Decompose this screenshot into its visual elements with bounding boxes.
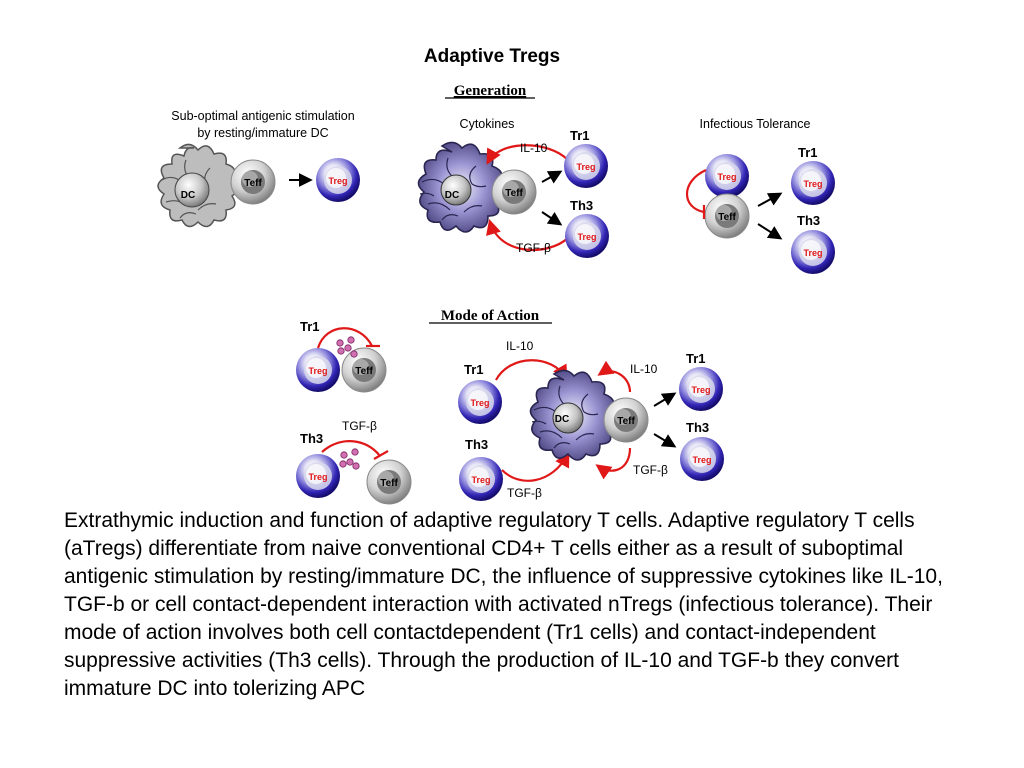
panel3-treg-label: Treg xyxy=(717,172,736,182)
generation-heading: Generation xyxy=(454,83,527,99)
panel1-label-line1: Sub-optimal antigenic stimulation xyxy=(171,109,354,123)
moa-th3-arrow xyxy=(321,440,381,457)
moa-center-il10-arrow xyxy=(495,359,568,381)
panel1-label-line2: by resting/immature DC xyxy=(197,126,328,140)
moa-teff-label: Teff xyxy=(617,416,635,427)
moa-right-il10-arrow xyxy=(597,360,632,393)
moa-center-th3-label: Th3 xyxy=(465,437,488,452)
panel1-treg-label: Treg xyxy=(328,176,347,186)
figure-caption: Extrathymic induction and function of ad… xyxy=(64,509,943,700)
moa-tr1-label: Tr1 xyxy=(300,319,320,334)
moa-tr1-cytokine-dots xyxy=(336,336,358,358)
panel1-dc-cell xyxy=(157,143,239,228)
panel3-label: Infectious Tolerance xyxy=(700,117,811,131)
panel3-tr1-treg-label: Treg xyxy=(803,179,822,189)
moa-right-th3-label: Th3 xyxy=(686,420,709,435)
moa-tr1-teff-label: Teff xyxy=(355,366,373,377)
panel2-il10-arrow xyxy=(486,144,569,165)
panel2-il10-label: IL-10 xyxy=(520,141,548,155)
panel3-teff-label: Teff xyxy=(718,212,736,223)
moa-arrow-th3 xyxy=(653,433,677,448)
moa-dc-label: DC xyxy=(555,414,569,425)
panel3-contact-arrow xyxy=(686,169,707,214)
panel2-tr1-treg-label: Treg xyxy=(576,162,595,172)
moa-right-tr1-treg-label: Treg xyxy=(691,385,710,395)
panel3-arrow-tr1 xyxy=(757,192,783,207)
moa-tr1-contact-arrow xyxy=(316,327,373,349)
moa-dc-cell xyxy=(529,369,618,461)
diagram-title: Adaptive Tregs xyxy=(424,46,560,67)
panel2-teff-label: Teff xyxy=(505,188,523,199)
panel2-tr1-label: Tr1 xyxy=(570,128,590,143)
panel2-th3-treg-label: Treg xyxy=(577,232,596,242)
moa-center-tgfb-arrow xyxy=(501,451,570,482)
moa-right-th3-treg-label: Treg xyxy=(692,455,711,465)
moa-th3-teff-label: Teff xyxy=(380,478,398,489)
panel1-teff-label: Teff xyxy=(244,178,262,189)
moa-center-tr1-treg-label: Treg xyxy=(470,398,489,408)
moa-tgfb-label-left: TGF-β xyxy=(342,419,377,433)
moa-right-tgfb-arrow xyxy=(595,447,632,480)
moa-center-th3-treg-label: Treg xyxy=(471,475,490,485)
moa-tgfb-label-bottom: TGF-β xyxy=(507,486,542,500)
panel3-tr1-label: Tr1 xyxy=(798,145,818,160)
panel2-arrow-th3 xyxy=(541,211,563,226)
panel1-dc-label: DC xyxy=(181,190,195,201)
moa-tr1-treg-label: Treg xyxy=(308,366,327,376)
panel2-tgfb-label: TGF-β xyxy=(516,241,551,255)
mode-of-action-heading: Mode of Action xyxy=(441,308,540,324)
moa-il10-label-right: IL-10 xyxy=(630,362,658,376)
moa-il10-label-top: IL-10 xyxy=(506,339,534,353)
moa-tgfb-label-right: TGF-β xyxy=(633,463,668,477)
moa-th3-label: Th3 xyxy=(300,431,323,446)
moa-arrow-tr1 xyxy=(653,392,677,407)
panel3-th3-treg-label: Treg xyxy=(803,248,822,258)
panel2-label: Cytokines xyxy=(460,117,515,131)
moa-center-tr1-label: Tr1 xyxy=(464,362,484,377)
panel3-arrow-th3 xyxy=(757,223,783,240)
panel3-th3-label: Th3 xyxy=(797,213,820,228)
panel2-th3-label: Th3 xyxy=(570,198,593,213)
panel2-arrow-tr1 xyxy=(541,170,563,184)
moa-th3-treg-label: Treg xyxy=(308,472,327,482)
moa-th3-cytokine-dots xyxy=(339,448,360,470)
adaptive-tregs-diagram: Adaptive Tregs Generation Sub-optimal an… xyxy=(157,46,835,505)
moa-right-tr1-label: Tr1 xyxy=(686,351,706,366)
panel2-tgfb-arrow xyxy=(486,219,569,251)
panel2-dc-label: DC xyxy=(445,190,459,201)
